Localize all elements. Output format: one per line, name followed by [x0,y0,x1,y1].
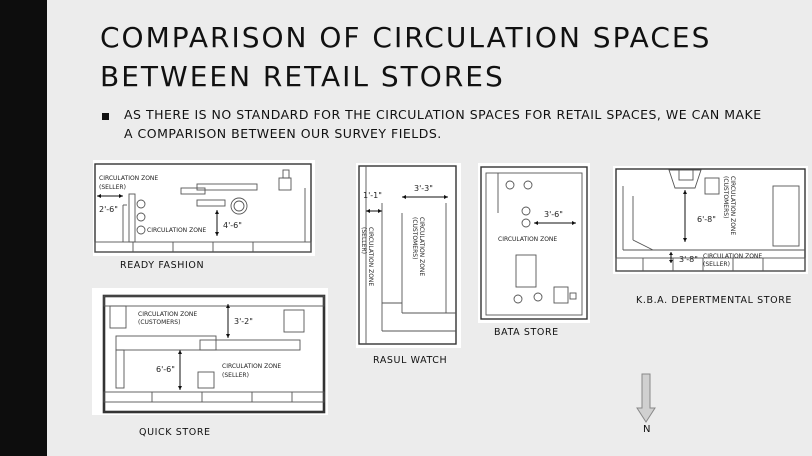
bullet-marker [102,113,109,120]
plan-ready-fashion: CIRCULATION ZONE (SELLER) 2'-6" CIRCULAT… [93,160,315,256]
left-accent-bar [0,0,47,456]
rasul-watch-zone-2: CIRCULATION ZONE [418,217,425,276]
plan-rasul-watch: 1'-1" 3'-3" CIRCULATION ZONE (SELLER) CI… [356,163,461,348]
rasul-watch-zone-1-sub: (SELLER) [360,227,367,254]
plan-kba-store: 6'-8" 3'-8" CIRCULATION ZONE (CUSTOMERS)… [613,166,808,274]
caption-quick-store: QUICK STORE [139,427,211,438]
quick-dim-1: 3'-2" [234,317,253,326]
ready-fashion-zone-1-line-1: CIRCULATION ZONE [99,175,158,182]
quick-zone-1-line-1: CIRCULATION ZONE [138,311,197,318]
plan-quick-store: CIRCULATION ZONE (CUSTOMERS) 3'-2" 6'-6"… [92,288,328,415]
ready-fashion-zone-1-line-2: (SELLER) [99,184,126,191]
quick-zone-1-line-2: (CUSTOMERS) [138,319,180,326]
caption-bata-store: BATA STORE [494,327,559,338]
ready-fashion-zone-2: CIRCULATION ZONE [147,227,206,234]
ready-fashion-dim-1: 2'-6" [99,205,118,214]
caption-ready-fashion: READY FASHION [120,260,205,271]
bata-zone: CIRCULATION ZONE [498,236,557,243]
north-label: N [643,424,651,435]
kba-zone-1-sub: (CUSTOMERS) [722,176,729,218]
bata-dim: 3'-6" [544,210,563,219]
quick-zone-2-line-1: CIRCULATION ZONE [222,363,281,370]
slide-title: Comparison of circulation spaces between… [100,18,711,96]
ready-fashion-dim-2: 4'-6" [223,221,242,230]
kba-dim-1: 6'-8" [697,215,716,224]
rasul-watch-zone-2-sub: (CUSTOMERS) [411,217,418,259]
title-line-2: between retail stores [100,60,505,93]
kba-zone-2: CIRCULATION ZONE [703,253,762,260]
arrow-down-icon [636,372,656,428]
caption-rasul-watch: RASUL WATCH [373,355,448,366]
rasul-watch-dim-1: 1'-1" [363,191,382,200]
kba-zone-2-sub: (SELLER) [703,261,730,268]
title-line-1: Comparison of circulation spaces [100,21,712,54]
kba-dim-2: 3'-8" [679,255,698,264]
rasul-watch-dim-2: 3'-3" [414,184,433,193]
quick-zone-2-line-2: (SELLER) [222,372,249,379]
quick-dim-2: 6'-6" [156,365,175,374]
plan-bata-store: 3'-6" CIRCULATION ZONE [478,163,590,323]
bullet-text: As there is no standard for the circulat… [124,107,762,141]
caption-kba-store: K.B.A. DEPERTMENTAL STORE [636,295,793,306]
kba-zone-1: CIRCULATION ZONE [729,176,736,235]
rasul-watch-zone-1: CIRCULATION ZONE [367,227,374,286]
